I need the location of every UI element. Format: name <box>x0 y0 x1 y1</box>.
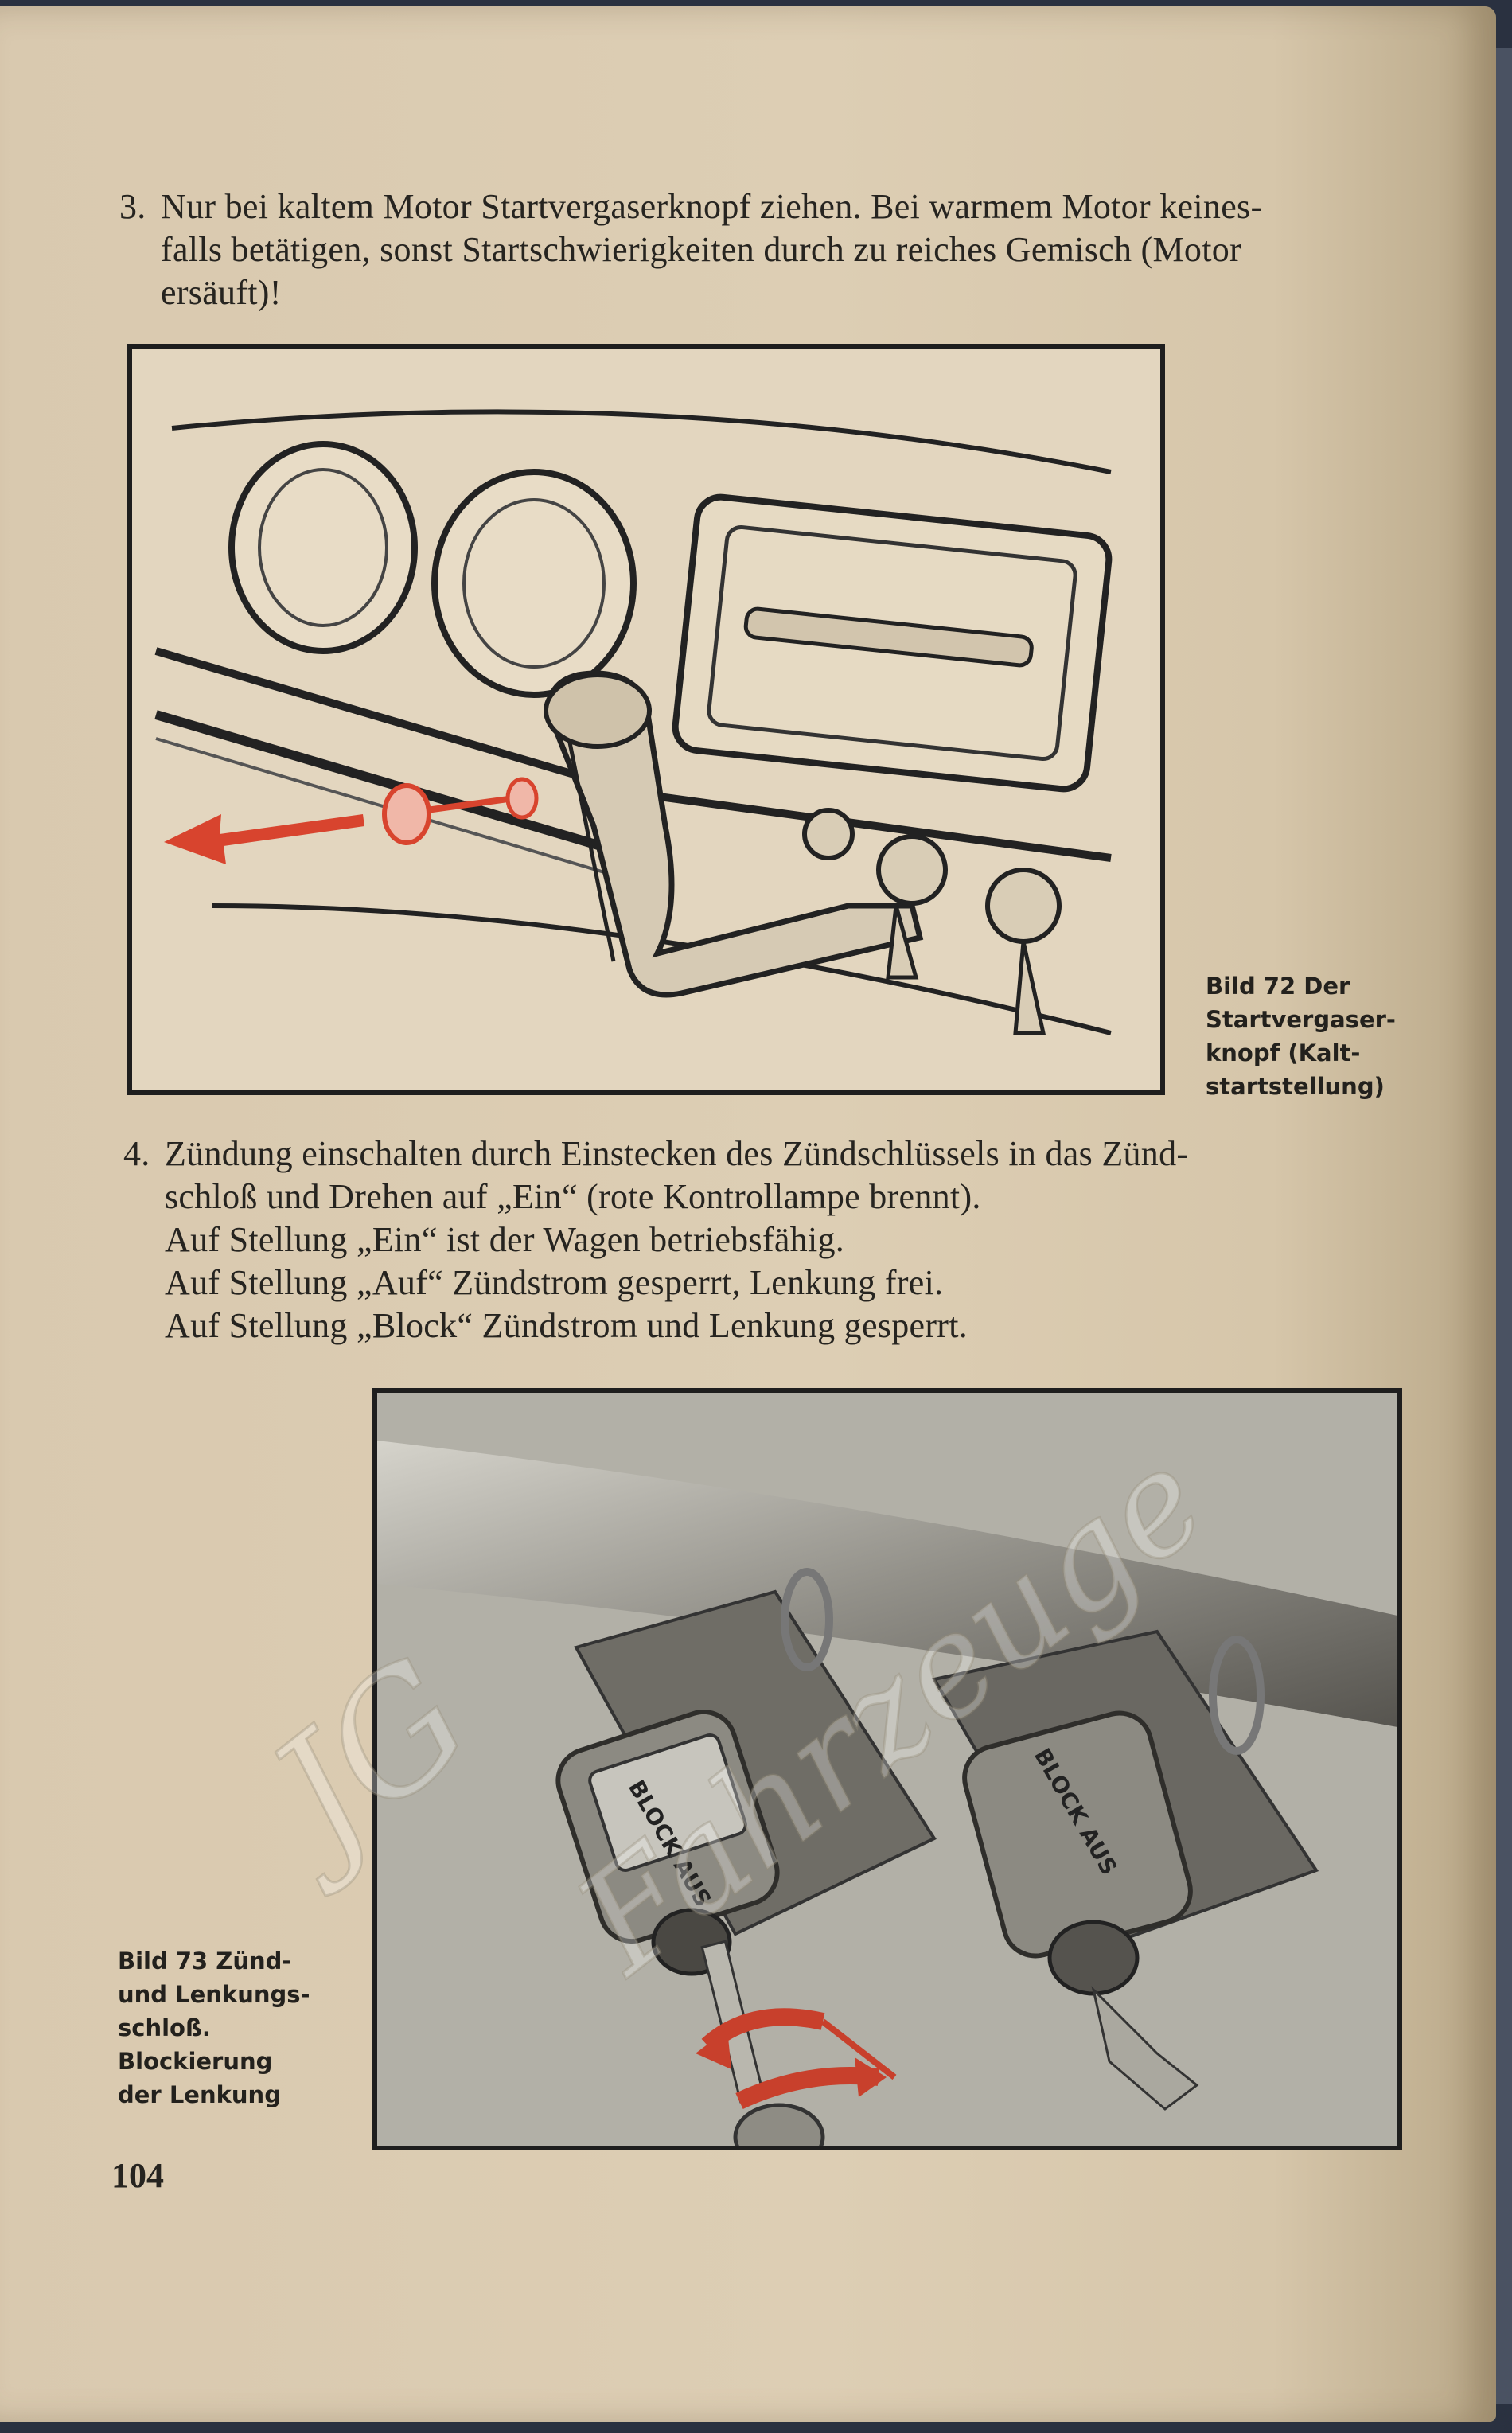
choke-knob-red <box>382 777 539 845</box>
page-number: 104 <box>111 2156 164 2195</box>
instruction-item-3: 3. Nur bei kaltem Motor Startvergaserkno… <box>119 185 1424 314</box>
figure-72-caption: Bild 72 Der Startvergaser- knopf (Kalt- … <box>1206 973 1396 1100</box>
text-line: Nur bei kaltem Motor Startvergaserknopf … <box>161 187 1263 226</box>
arrow-left-red-icon <box>164 814 364 864</box>
text-line: falls betätigen, sonst Startschwierigkei… <box>161 230 1242 269</box>
instruction-item-4: 4. Zündung einschalten durch Einstecken … <box>123 1133 1428 1347</box>
ignition-lock-drawing: BLOCK AUS BLOCK AUS <box>377 1441 1397 2146</box>
lock-left: BLOCK AUS <box>555 1589 937 2104</box>
book-page: 3. Nur bei kaltem Motor Startvergaserkno… <box>0 6 1496 2422</box>
text-line: Auf Stellung „Ein“ ist der Wagen betrieb… <box>165 1220 845 1259</box>
text-line: Auf Stellung „Auf“ Zündstrom gesperrt, L… <box>165 1263 944 1302</box>
item-number: 3. <box>119 187 146 226</box>
lock-right: BLOCK AUS <box>931 1629 1319 2111</box>
text-line: Zündung einschalten durch Einstecken des… <box>165 1134 1189 1173</box>
figure-72-choke-knob-illustration <box>127 344 1165 1095</box>
figure-73-ignition-lock-photo: BLOCK AUS BLOCK AUS <box>372 1388 1402 2150</box>
figure-73-caption: Bild 73 Zünd- und Lenkungs- schloß. Bloc… <box>118 1948 310 2108</box>
page-edge <box>1496 48 1512 2404</box>
text-line: ersäuft)! <box>161 273 282 312</box>
text-line: Auf Stellung „Block“ Zündstrom und Lenku… <box>165 1306 968 1345</box>
item-number: 4. <box>123 1134 150 1173</box>
text-line: schloß und Drehen auf „Ein“ (rote Kontro… <box>165 1177 981 1216</box>
dashboard-drawing <box>154 409 1113 1035</box>
